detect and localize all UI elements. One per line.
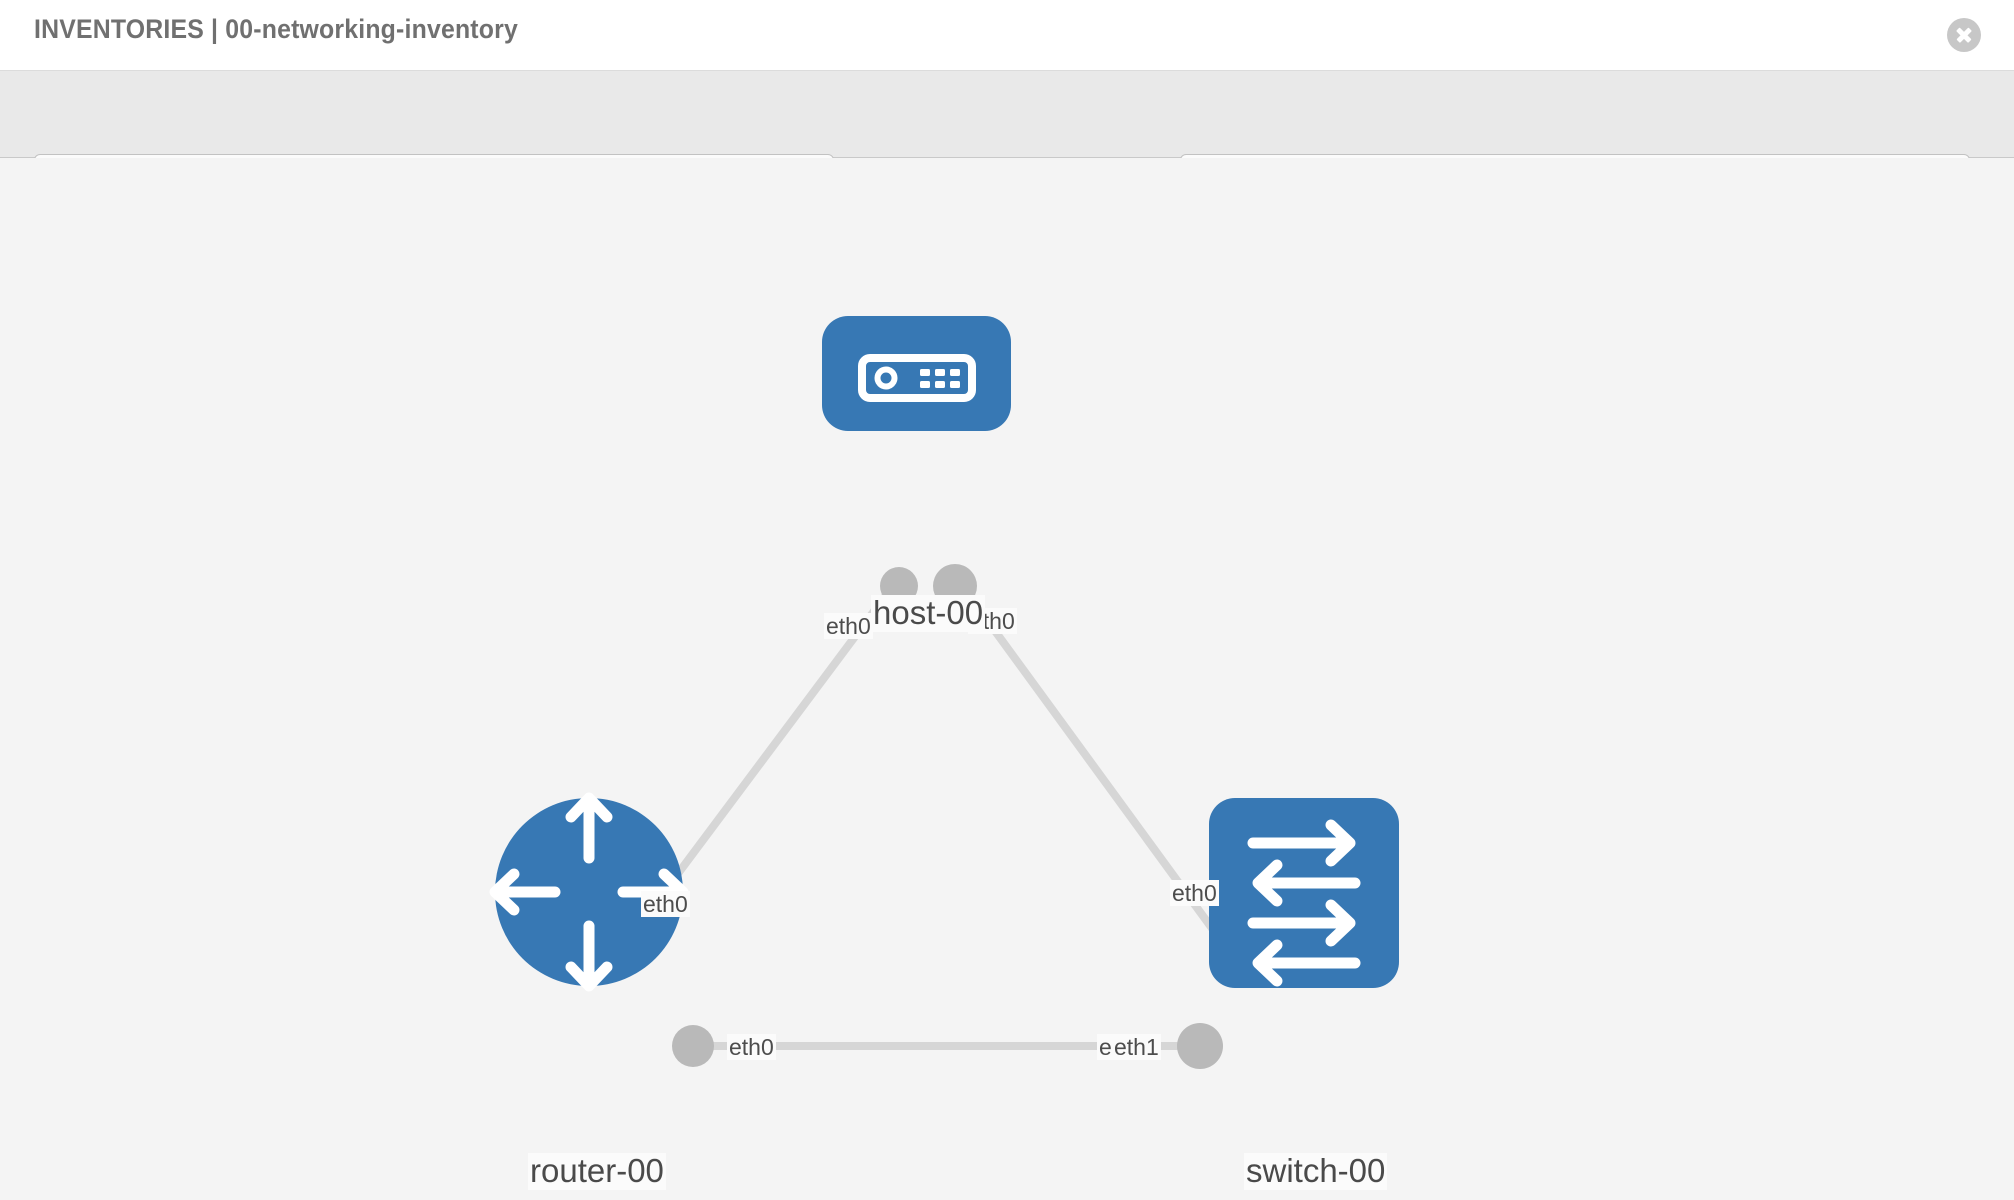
connector-router-right: [672, 1025, 714, 1067]
topology-connectors: [672, 564, 1257, 1069]
node-label-router: router-00: [528, 1152, 666, 1190]
topology-links: [596, 579, 1234, 1050]
iface-label: eth1: [1112, 1034, 1161, 1061]
iface-label: eth0: [824, 613, 873, 640]
node-label-host: host-00: [871, 594, 986, 632]
page-title: INVENTORIES | 00-networking-inventory: [34, 14, 518, 44]
node-switch-00: [1209, 798, 1399, 988]
close-icon[interactable]: [1947, 18, 1981, 52]
node-router-00: [489, 792, 689, 992]
iface-label: eth0: [641, 891, 690, 918]
connector-switch-left: [1177, 1023, 1223, 1069]
iface-label: eth0: [1170, 880, 1219, 907]
node-host-00: [822, 316, 1011, 431]
topology-graph: [489, 316, 1399, 1069]
node-label-switch: switch-00: [1244, 1152, 1388, 1190]
page-header: INVENTORIES | 00-networking-inventory: [0, 0, 2014, 70]
iface-label: eth0: [727, 1034, 776, 1061]
toolbar: ACTIONS SEARCH: [0, 70, 2014, 214]
topology-canvas[interactable]: eth0 eth0 eth0 eth0 eth0 eth0 eth1 host-…: [0, 158, 2014, 1200]
